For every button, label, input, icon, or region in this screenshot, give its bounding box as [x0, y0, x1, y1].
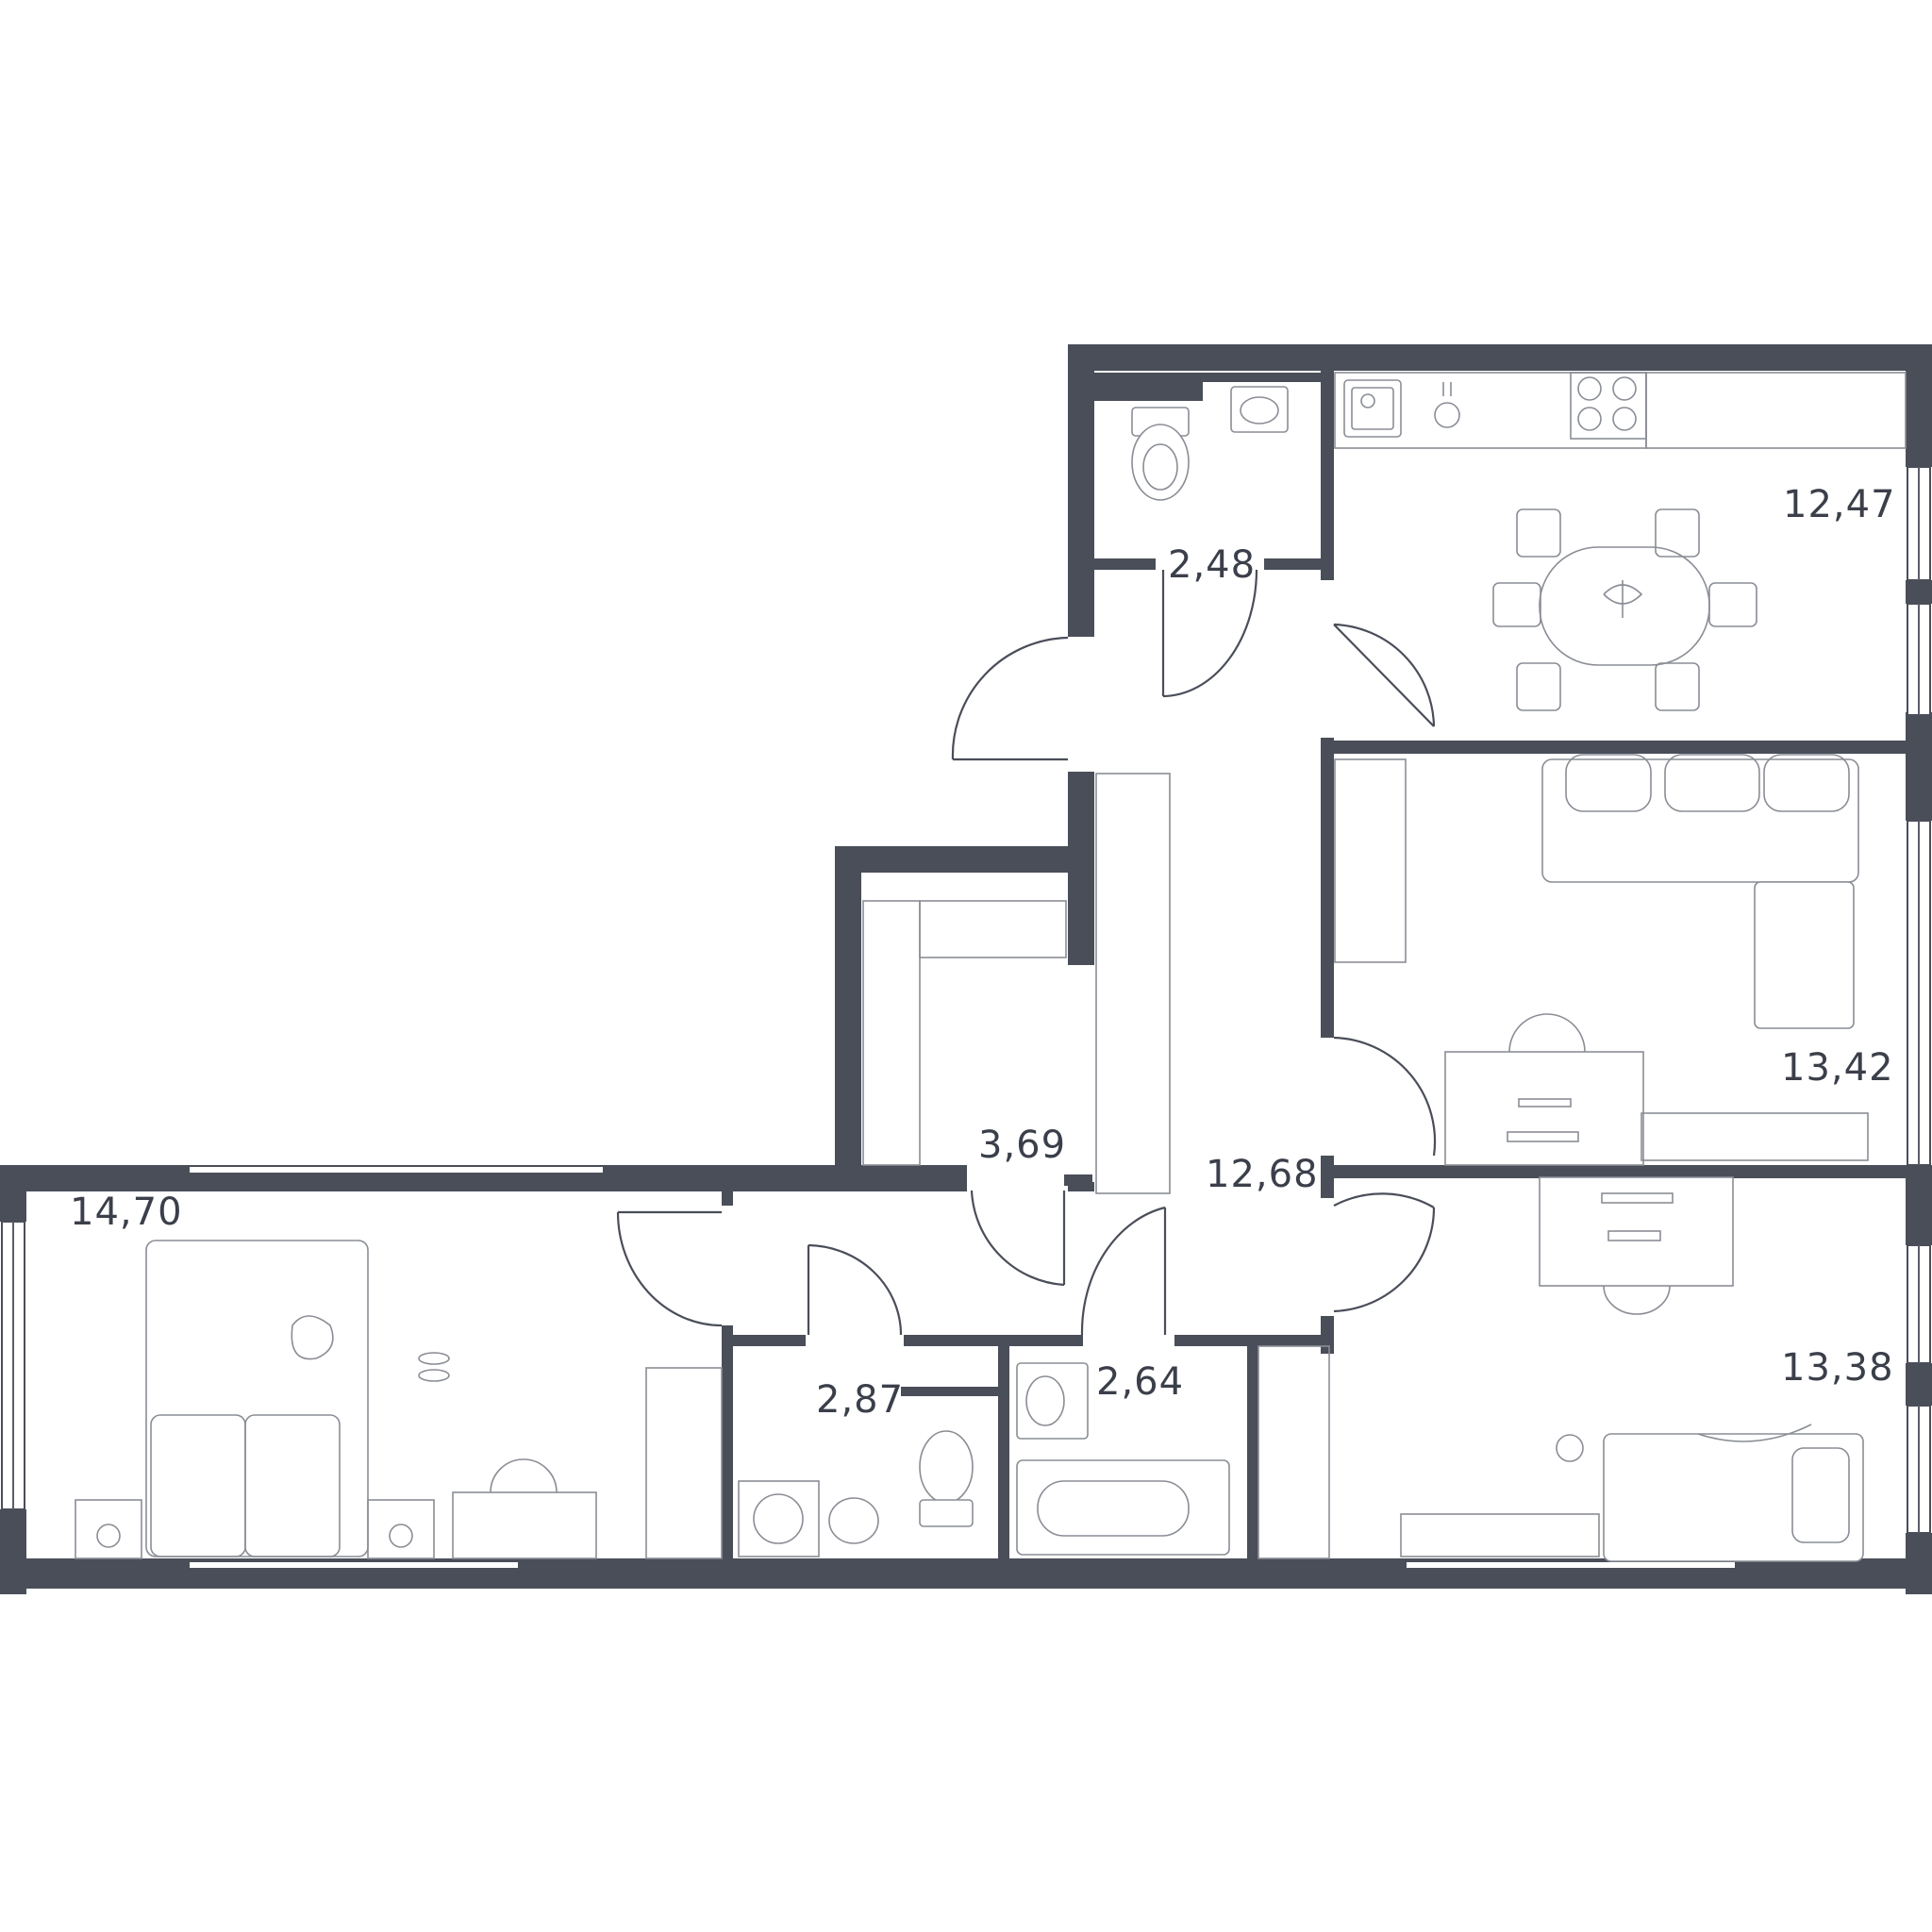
room-labels: 2,48 12,47 13,42 3,69 12,68 14,70 2,87 2…: [70, 483, 1896, 1422]
door-swing-icon: [1080, 1206, 1167, 1336]
toilet-icon: [1131, 407, 1190, 501]
bookshelf: [1400, 1513, 1600, 1557]
room-area-bedroom-right: 13,38: [1781, 1346, 1894, 1390]
desk-icon: [1444, 1013, 1644, 1166]
stove-icon: [1570, 372, 1647, 440]
room-area-bedroom-left: 14,70: [70, 1191, 183, 1234]
desk-icon: [452, 1458, 597, 1559]
room-area-hall: 12,68: [1206, 1153, 1319, 1196]
room-area-living: 13,42: [1781, 1046, 1894, 1090]
room-area-wardrobe: 3,69: [978, 1124, 1066, 1167]
bed-icon: [1603, 1424, 1864, 1562]
cat-icon: [291, 1315, 334, 1360]
sink-icon: [828, 1497, 879, 1544]
sink-icon: [1343, 379, 1402, 438]
door-swing-icon: [1333, 1192, 1436, 1313]
dishwasher-icon: [1434, 382, 1460, 428]
windows: [1, 466, 1931, 1570]
sink-icon: [1230, 386, 1289, 433]
nightstand: [75, 1499, 435, 1559]
door-swing-icon: [951, 636, 1069, 761]
doors: [616, 569, 1437, 1336]
washing-machine-icon: [738, 1480, 820, 1557]
door-swing-icon: [616, 1210, 723, 1327]
door-swing-icon: [807, 1243, 903, 1336]
door-swing-icon: [1333, 1036, 1437, 1157]
monitor-icon: [1641, 1112, 1869, 1161]
wardrobe-icon: [645, 1367, 723, 1559]
kitchen-counter: [1334, 372, 1907, 449]
dining-table-icon: [1492, 508, 1757, 711]
sofa-icon: [1541, 754, 1859, 1029]
door-swing-icon: [970, 1190, 1066, 1287]
room-area-laundry-bath: 2,87: [816, 1378, 904, 1422]
slippers: [418, 1352, 450, 1382]
wardrobe-icon: [1334, 758, 1407, 963]
bathtub-icon: [1016, 1459, 1230, 1556]
room-area-wc: 2,48: [1168, 543, 1256, 587]
sink-icon: [1016, 1362, 1089, 1440]
desk-icon: [1539, 1176, 1734, 1315]
toilet-icon: [919, 1430, 974, 1527]
door-swing-icon: [1161, 569, 1258, 698]
bed-icon: [145, 1240, 369, 1557]
football-icon: [1556, 1434, 1584, 1462]
room-area-bathroom: 2,64: [1096, 1360, 1184, 1404]
walls: [0, 344, 1932, 1594]
wardrobe-icon: [1257, 1345, 1330, 1559]
room-area-kitchen: 12,47: [1783, 483, 1896, 526]
door-swing-icon: [1333, 623, 1436, 727]
wardrobe-icon: [862, 773, 1171, 1194]
